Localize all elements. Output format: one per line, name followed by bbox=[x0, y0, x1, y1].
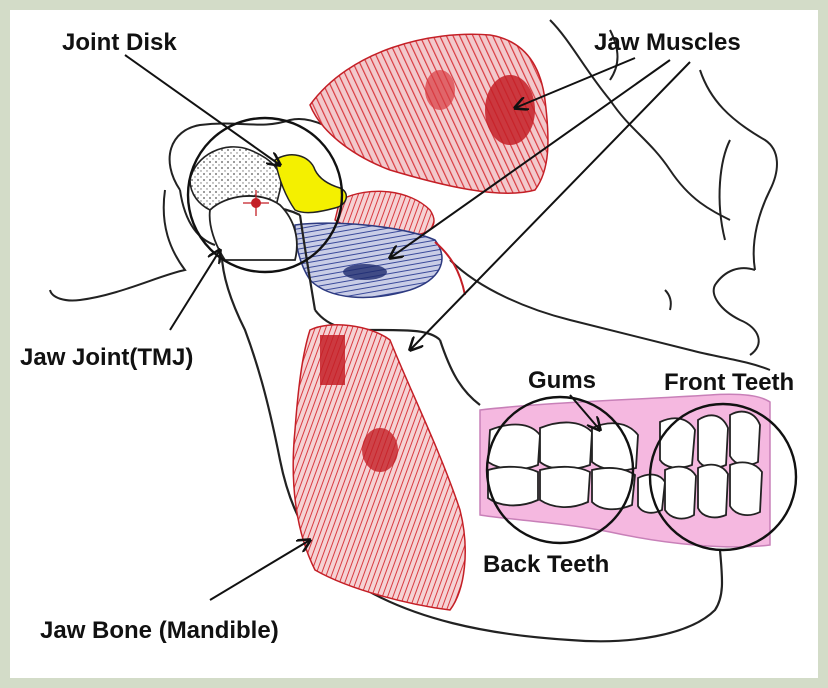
jaw-anatomy-diagram: Joint Disk Jaw Muscles Jaw Joint(TMJ) Gu… bbox=[10, 10, 818, 678]
diagram-canvas: Joint Disk Jaw Muscles Jaw Joint(TMJ) Gu… bbox=[10, 10, 818, 678]
jaw-joint-arrow bbox=[170, 250, 220, 330]
label-jaw-joint: Jaw Joint(TMJ) bbox=[20, 344, 193, 371]
label-jaw-muscles: Jaw Muscles bbox=[594, 29, 741, 56]
label-joint-disk: Joint Disk bbox=[62, 29, 177, 56]
temporalis-muscle bbox=[310, 34, 548, 193]
label-front-teeth: Front Teeth bbox=[664, 369, 794, 396]
masseter-muscle bbox=[293, 325, 465, 610]
label-jaw-bone: Jaw Bone (Mandible) bbox=[40, 617, 279, 644]
teeth-region bbox=[480, 394, 770, 547]
label-back-teeth: Back Teeth bbox=[483, 551, 609, 578]
label-gums: Gums bbox=[528, 367, 596, 394]
jaw-bone-arrow bbox=[210, 540, 310, 600]
